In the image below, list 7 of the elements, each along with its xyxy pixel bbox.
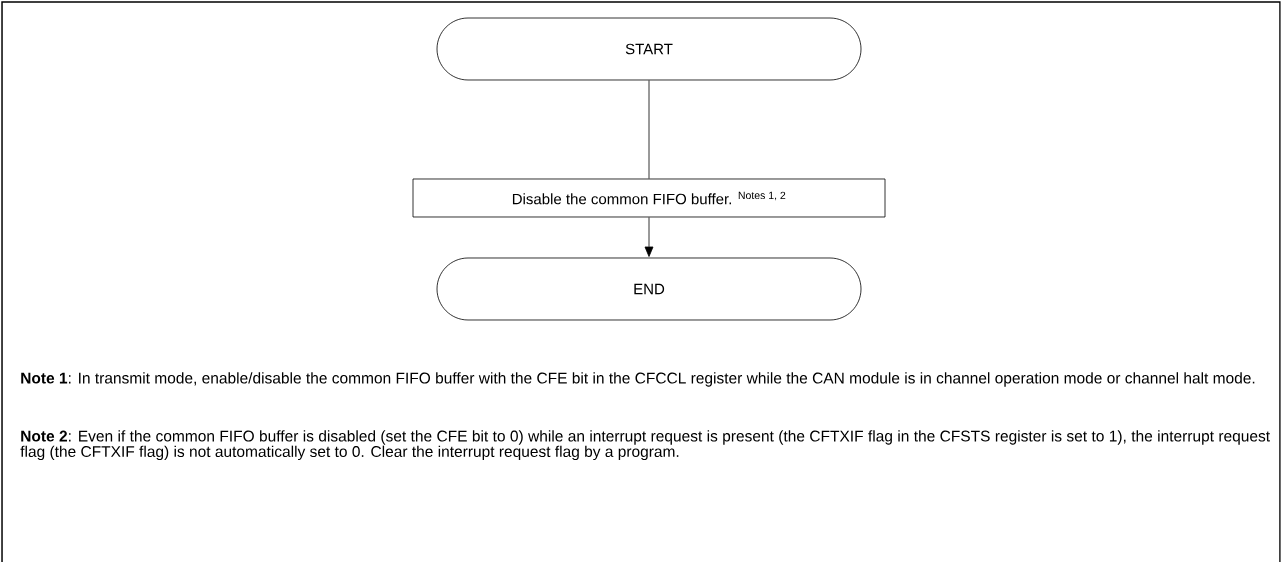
note-text: Note 1: In transmit mode, enable/disable the common FIFO buffer with the CFE bit in the CFCCL register while the CAN module is in channel operation mode or channel halt mode. — [21, 372, 1255, 387]
note-text: Note 2: Even if the common FIFO buffer is disabled (set the CFE bit to 0) while an interrupt request is present (the CFTXIF flag in the CFSTS register is set to 1), the interrupt request flag (the CFTXIF flag) is not automatically set to 0. Clear the interrupt request flag by a program. — [20, 430, 1270, 461]
process-box: Disable the common FIFO buffer. $^{Notes 1, 2}$ — [412, 178, 886, 218]
terminal-box: START — [436, 17, 862, 81]
connector — [644, 217, 654, 257]
connector — [648, 80, 650, 179]
terminal-box: END — [436, 257, 862, 321]
